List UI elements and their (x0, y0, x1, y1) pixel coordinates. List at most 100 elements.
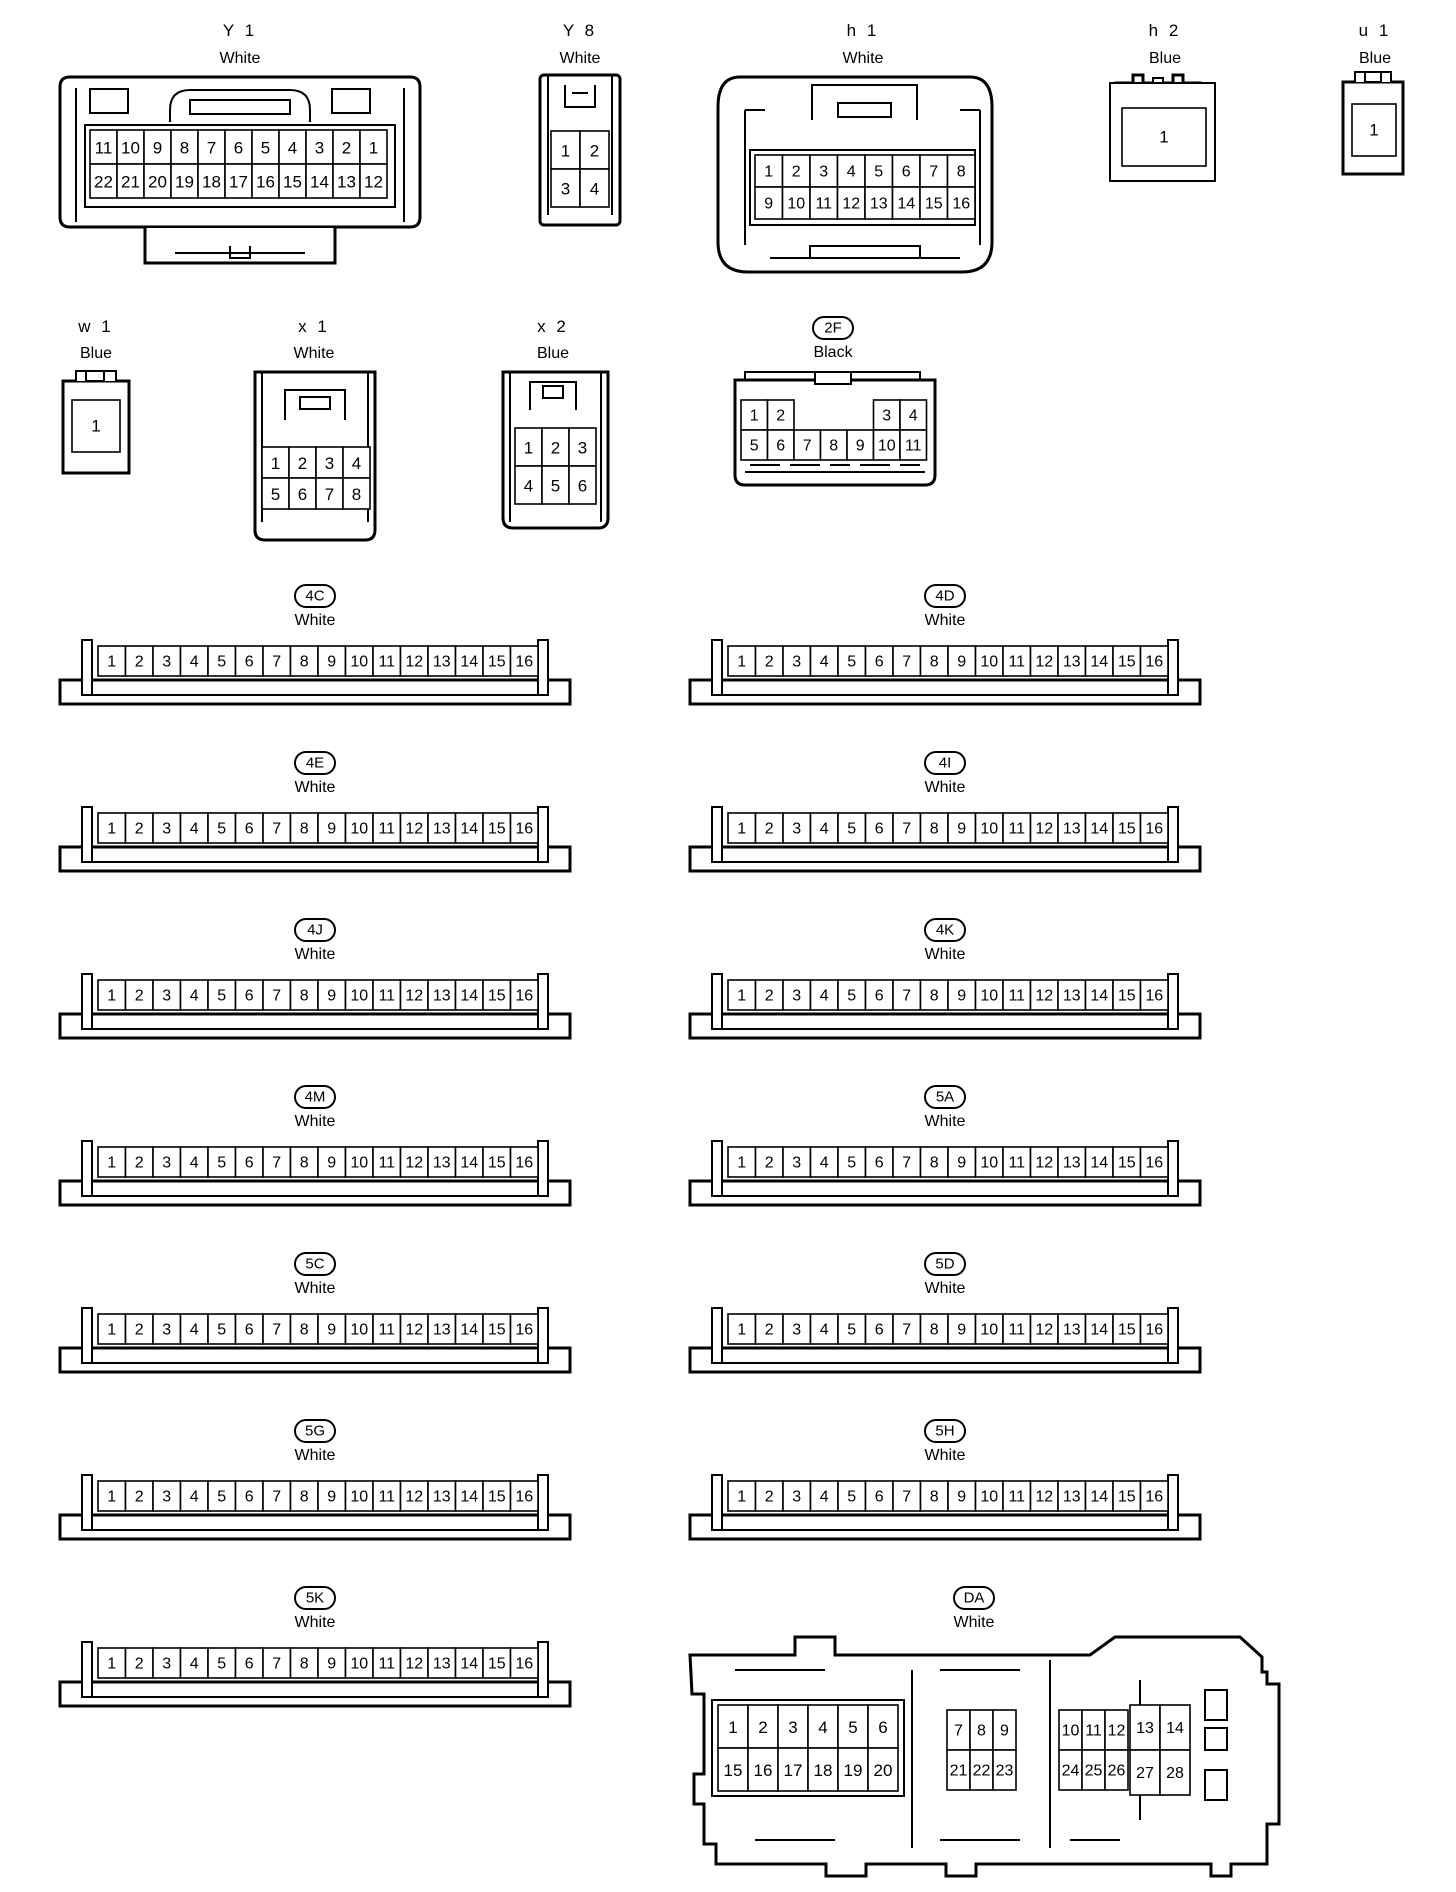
pin-number: 5 (217, 654, 226, 671)
pin-number: 2 (590, 142, 599, 161)
pin-cell (509, 979, 539, 1011)
pin-number: 6 (245, 988, 254, 1005)
pin-cell (1029, 812, 1059, 844)
pin-cell (766, 399, 795, 431)
pin-number: 4 (847, 164, 856, 181)
pin-cell (1002, 1313, 1032, 1345)
connector-color: White (925, 946, 966, 963)
pin-number: 24 (1062, 1763, 1080, 1780)
pin-cell (807, 1704, 839, 1749)
pin-number: 16 (515, 988, 533, 1005)
pin-number: 15 (1118, 654, 1136, 671)
pin-number: 11 (1085, 1723, 1102, 1740)
pin-number: 3 (792, 1155, 801, 1172)
pin-number: 16 (256, 173, 275, 192)
pin-cell (509, 645, 539, 677)
pin-cell (71, 399, 121, 453)
pin-number: 5 (874, 164, 883, 181)
pin-number: 19 (175, 173, 194, 192)
pin-number: 3 (162, 654, 171, 671)
pin-cell (782, 645, 812, 677)
pin-number: 9 (957, 1489, 966, 1506)
pin-cell (766, 429, 795, 461)
connector-color: White (925, 1280, 966, 1297)
pin-number: 5 (217, 988, 226, 1005)
connector-color: White (220, 50, 261, 67)
pin-cell (809, 1313, 839, 1345)
pin-cell (207, 1480, 237, 1512)
pin-number: 21 (950, 1763, 968, 1780)
pin-cell (727, 1146, 757, 1178)
pin-number: 1 (737, 1489, 746, 1506)
pin-number: 15 (1118, 988, 1136, 1005)
connector-label-pill: 4K (924, 918, 966, 942)
pin-cell (262, 1313, 292, 1345)
pin-number: 16 (1145, 988, 1163, 1005)
pin-number: 10 (121, 139, 140, 158)
connector-label-pill: 4E (294, 751, 336, 775)
pin-number: 17 (784, 1761, 803, 1780)
pin-number: 12 (405, 654, 423, 671)
pin-number: 7 (272, 1322, 281, 1339)
pin-cell (892, 645, 922, 677)
pin-number: 10 (350, 1656, 368, 1673)
pin-cell (568, 427, 597, 467)
pin-number: 8 (300, 1656, 309, 1673)
pin-cell (754, 812, 784, 844)
pin-cell (1084, 645, 1114, 677)
pin-number: 9 (327, 1489, 336, 1506)
pin-cell (1139, 1146, 1169, 1178)
pin-cell (372, 645, 402, 677)
pin-number: 10 (1062, 1723, 1080, 1740)
pin-cell (399, 1313, 429, 1345)
pin-number: 4 (818, 1718, 827, 1737)
pin-cell (1029, 1146, 1059, 1178)
connector-name: 4C (305, 588, 324, 605)
pin-cell (777, 1747, 809, 1792)
pin-cell (992, 1749, 1017, 1791)
connector-name: 4J (307, 922, 323, 939)
pin-number: 2 (135, 654, 144, 671)
pin-cell (482, 645, 512, 677)
pin-number: 11 (95, 139, 113, 158)
pin-cell (262, 1647, 292, 1679)
pin-cell (509, 812, 539, 844)
pin-number: 4 (820, 821, 829, 838)
pin-cell (782, 979, 812, 1011)
pin-number: 10 (980, 821, 998, 838)
pin-cell (864, 1313, 894, 1345)
pin-number: 1 (271, 454, 280, 473)
pin-number: 9 (957, 1155, 966, 1172)
pin-number: 10 (350, 654, 368, 671)
pin-number: 6 (245, 654, 254, 671)
pin-number: 16 (1145, 1155, 1163, 1172)
pin-number: 9 (153, 139, 162, 158)
pin-cell (509, 1146, 539, 1178)
pin-cell (427, 645, 457, 677)
connector-label-pill: DA (953, 1586, 995, 1610)
pin-number: 6 (245, 1656, 254, 1673)
pin-number: 28 (1166, 1765, 1184, 1782)
pin-number: 5 (217, 1322, 226, 1339)
pin-number: 9 (327, 1322, 336, 1339)
pin-cell (1139, 812, 1169, 844)
pin-number: 7 (272, 988, 281, 1005)
pin-number: 2 (135, 1656, 144, 1673)
connector-label-pill: 5H (924, 1419, 966, 1443)
pin-number: 5 (271, 485, 280, 504)
pin-cell (207, 1146, 237, 1178)
pin-cell (727, 812, 757, 844)
pin-cell (315, 477, 344, 510)
pin-number: 5 (217, 1489, 226, 1506)
pin-cell (514, 465, 543, 505)
pin-cell (1104, 1749, 1129, 1791)
pin-number: 4 (190, 1489, 199, 1506)
pin-cell (482, 1647, 512, 1679)
pin-number: 4 (820, 1155, 829, 1172)
pin-number: 16 (1145, 1322, 1163, 1339)
pin-cell (197, 163, 226, 199)
pin-number: 3 (792, 654, 801, 671)
